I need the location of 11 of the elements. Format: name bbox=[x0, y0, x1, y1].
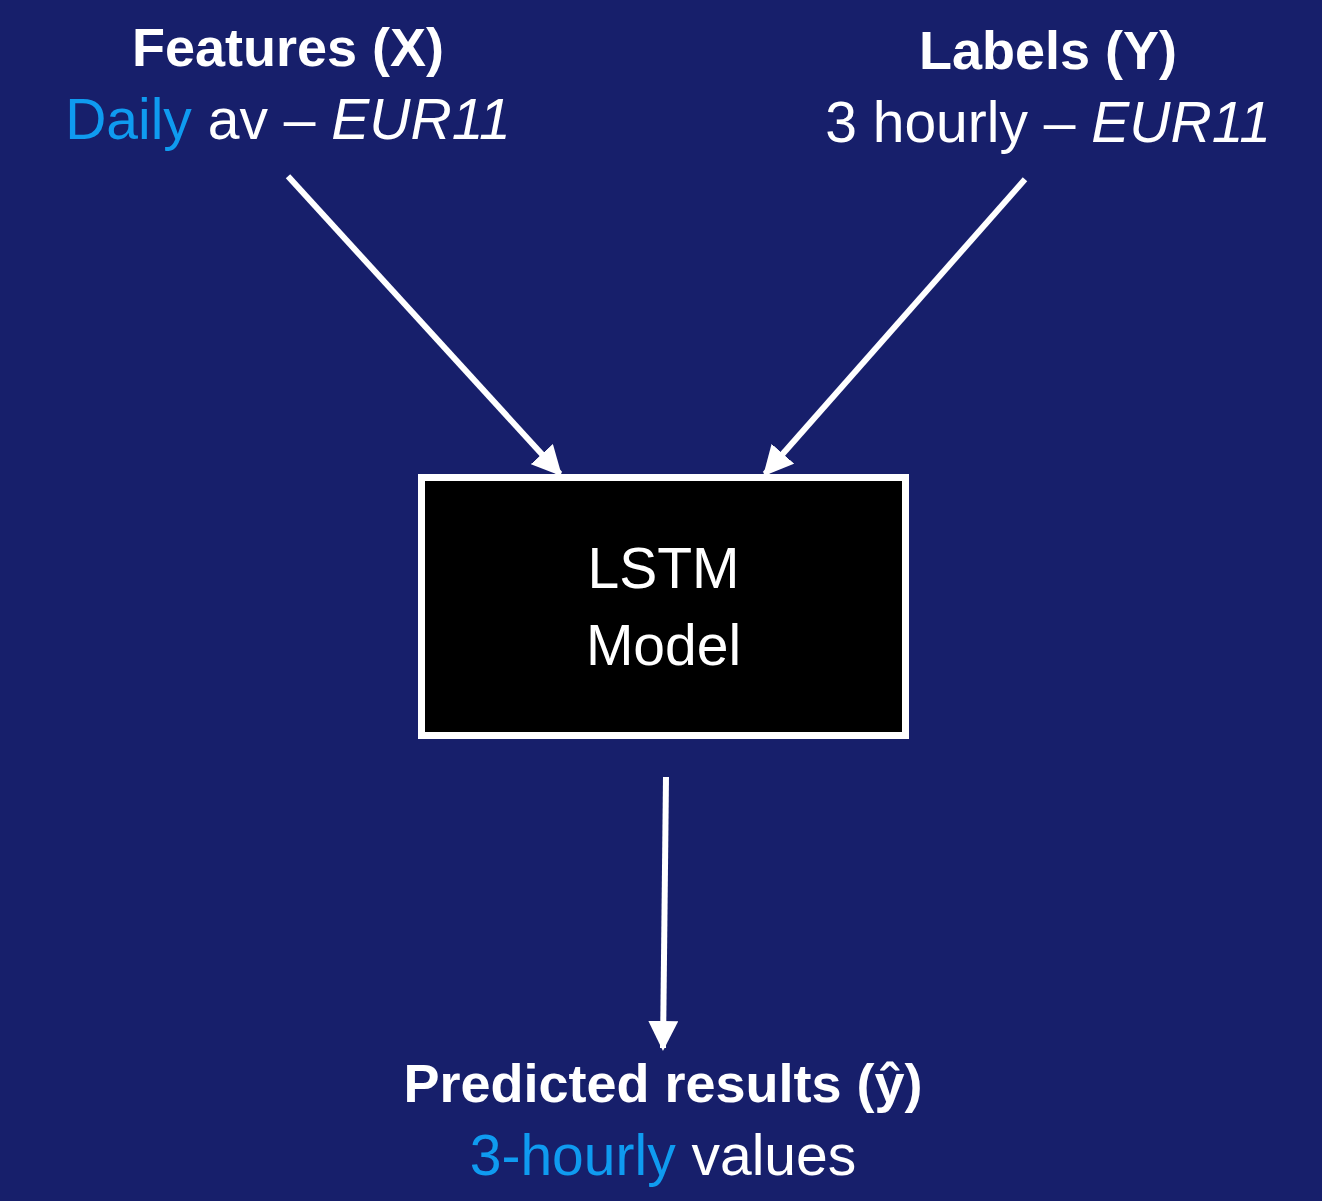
heading-text: Labels (Y) bbox=[917, 19, 1178, 82]
heading-text: Features (X) bbox=[130, 16, 446, 79]
heading-text: Predicted results (ŷ) bbox=[403, 1052, 923, 1115]
subtitle-text: values bbox=[691, 1123, 857, 1188]
model-box bbox=[418, 474, 909, 739]
subtitle-text: 3 hourly – EUR11 bbox=[825, 90, 1271, 155]
subtitle-text: Daily bbox=[65, 87, 192, 152]
subtitle-text: 3-hourly bbox=[469, 1123, 676, 1188]
arrow bbox=[648, 776, 679, 1051]
model-label: LSTM Model bbox=[584, 534, 743, 679]
subtitle-text: av – EUR11 bbox=[207, 87, 511, 152]
